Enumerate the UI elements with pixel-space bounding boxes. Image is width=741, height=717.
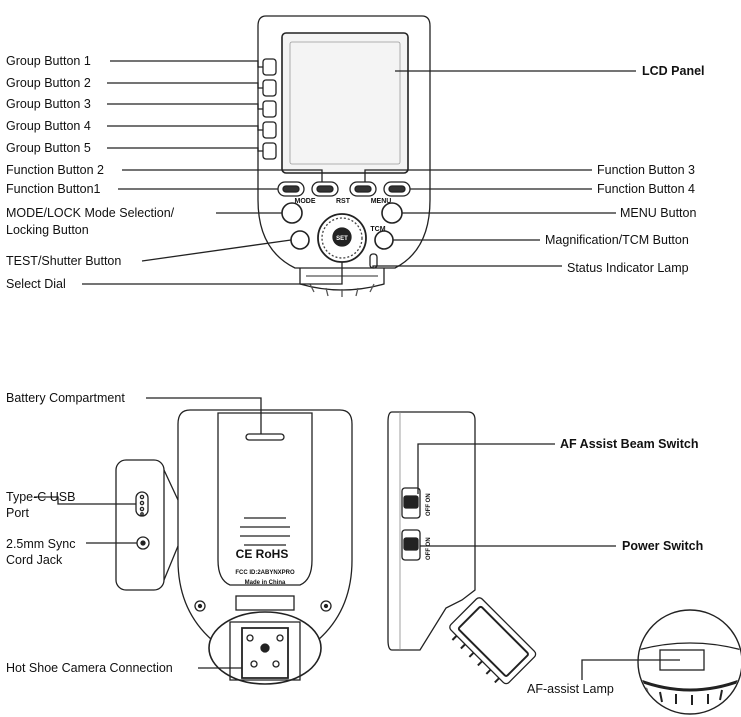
- rst-text: RST: [336, 198, 351, 205]
- label-test-shutter: TEST/Shutter Button: [6, 254, 122, 268]
- port-panel: [115, 459, 165, 591]
- device-printed-text: MODE RST MENU TCM SET CE RoHS FCC ID:2AB…: [235, 198, 432, 586]
- label-group-button-5: Group Button 5: [6, 141, 91, 155]
- tcm-text: TCM: [370, 226, 385, 233]
- set-text: SET: [336, 236, 348, 242]
- label-select-dial: Select Dial: [6, 277, 66, 291]
- back-view: [34, 397, 353, 685]
- label-magnification-tcm: Magnification/TCM Button: [545, 233, 689, 247]
- mode-text: MODE: [295, 198, 316, 205]
- af-lamp-detail: [581, 609, 741, 715]
- label-function-button-2: Function Button 2: [6, 163, 104, 177]
- group-button-1-shape: [262, 58, 277, 76]
- battery-door: [217, 412, 313, 586]
- label-af-assist-lamp: AF-assist Lamp: [527, 682, 614, 696]
- label-hot-shoe: Hot Shoe Camera Connection: [6, 661, 173, 675]
- power-off-on-text: OFF ON: [426, 537, 432, 560]
- menu-button-shape: [381, 202, 403, 224]
- side-view: [387, 411, 616, 685]
- group-button-3-shape: [262, 100, 277, 118]
- label-status-lamp: Status Indicator Lamp: [567, 261, 689, 275]
- side-body: [387, 411, 476, 651]
- label-function-button-1: Function Button1: [6, 182, 101, 196]
- fcc-text: FCC ID:2ABYNXPRO: [235, 570, 295, 576]
- made-in-text: Made in China: [245, 580, 286, 586]
- label-type-c-line1: Type-C USB: [6, 490, 76, 504]
- label-mode-lock-line1: MODE/LOCK Mode Selection/: [6, 206, 175, 220]
- group-button-5-shape: [262, 142, 277, 160]
- label-type-c-line2: Port: [6, 506, 29, 520]
- group-button-4-shape: [262, 121, 277, 139]
- af-off-on-text: OFF ON: [426, 493, 432, 516]
- label-sync-line1: 2.5mm Sync: [6, 537, 76, 551]
- label-battery-compartment: Battery Compartment: [6, 391, 125, 405]
- front-view: [82, 15, 636, 297]
- label-af-assist-switch: AF Assist Beam Switch: [560, 437, 699, 451]
- label-group-button-4: Group Button 4: [6, 119, 91, 133]
- label-group-button-2: Group Button 2: [6, 76, 91, 90]
- lcd-screen: [281, 32, 409, 174]
- group-button-2-shape: [262, 79, 277, 97]
- label-group-button-1: Group Button 1: [6, 54, 91, 68]
- test-button-shape: [290, 230, 310, 250]
- label-function-button-4: Function Button 4: [597, 182, 695, 196]
- label-function-button-3: Function Button 3: [597, 163, 695, 177]
- ce-rohs-text: CE RoHS: [236, 547, 289, 561]
- label-sync-line2: Cord Jack: [6, 553, 63, 567]
- label-power-switch: Power Switch: [622, 539, 704, 553]
- label-group-button-3: Group Button 3: [6, 97, 91, 111]
- menu-text: MENU: [371, 198, 392, 205]
- label-lcd-panel: LCD Panel: [642, 64, 705, 78]
- tcm-button-shape: [374, 230, 394, 250]
- front-body: [257, 15, 431, 269]
- label-menu-button: MENU Button: [620, 206, 697, 220]
- mode-button-shape: [281, 202, 303, 224]
- label-mode-lock-line2: Locking Button: [6, 223, 89, 237]
